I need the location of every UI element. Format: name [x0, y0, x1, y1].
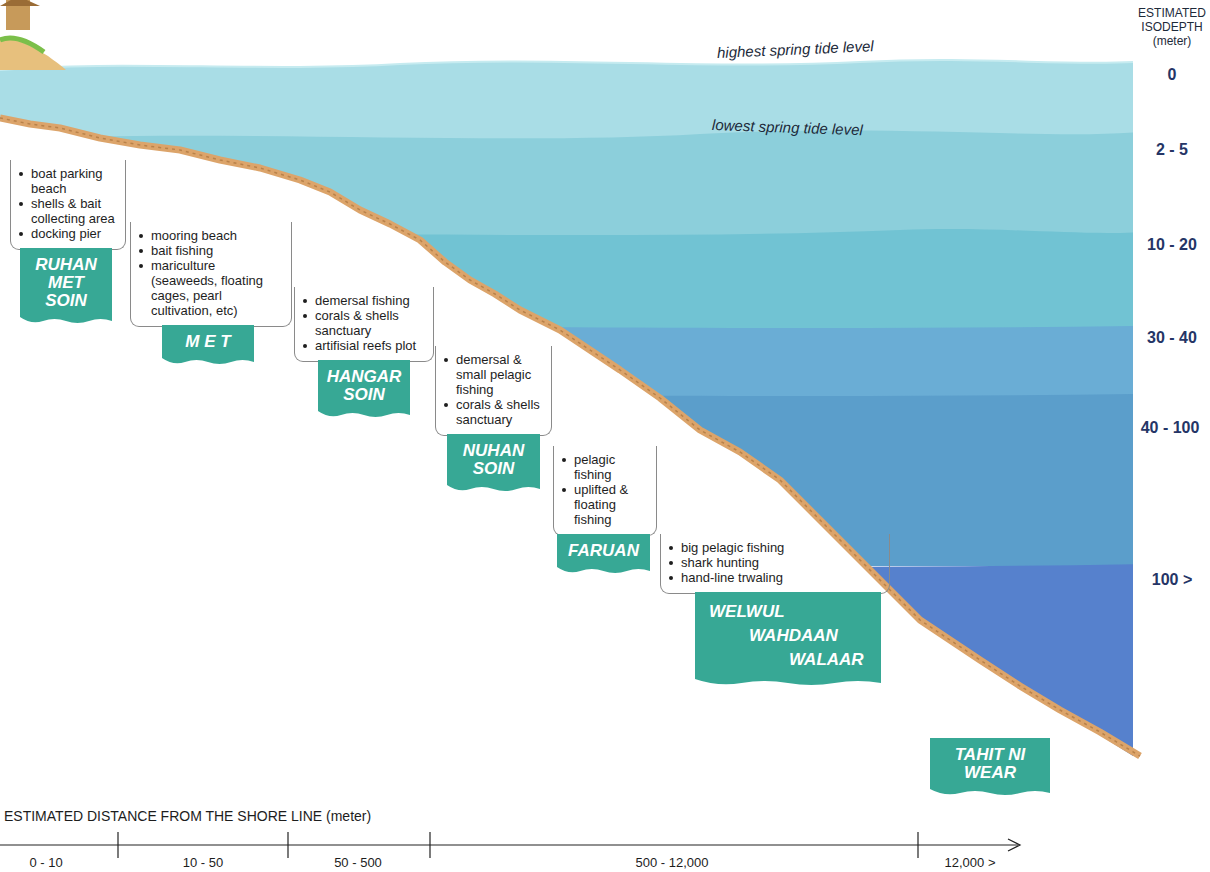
bullet-dot [139, 264, 143, 268]
zone-name: FARUAN [563, 542, 644, 560]
bullet-dot [669, 576, 673, 580]
banner-wave [20, 317, 112, 325]
bullet-item: bait fishing [139, 243, 285, 258]
bullet-dot [562, 458, 566, 462]
zone-name: WALAAR [701, 648, 875, 672]
zone-name: M E T [168, 333, 248, 351]
bullet-item: shells & bait collecting area [19, 196, 119, 226]
bullet-item: docking pier [19, 226, 119, 241]
zone-name: WELWUL [701, 600, 875, 624]
distance-range: 12,000 > [925, 855, 1015, 870]
bullet-item: mooring beach [139, 228, 285, 243]
zone-name: HANGAR SOIN [324, 368, 404, 404]
zone-name-banner: WELWULWAHDAANWALAAR [695, 592, 881, 686]
zone-name: WAHDAAN [701, 624, 875, 648]
activity-text: bait fishing [151, 243, 213, 258]
banner-wave [930, 789, 1050, 797]
bullet-dot [444, 358, 448, 362]
activity-text: demersal & small pelagic fishing [456, 352, 545, 397]
bullet-dot [303, 344, 307, 348]
bullet-item: pelagic fishing [562, 452, 650, 482]
banner-wave [162, 358, 254, 366]
depth-value: 100 > [1136, 571, 1208, 589]
bullet-item: hand-line trwaling [669, 570, 883, 585]
bullet-item: corals & shells sanctuary [444, 397, 545, 427]
bullet-item: boat parking beach [19, 166, 119, 196]
tide-level-label: lowest spring tide level [712, 116, 863, 138]
distance-axis [0, 832, 1020, 858]
activity-text: docking pier [31, 226, 101, 241]
activity-box: demersal fishingcorals & shells sanctuar… [294, 287, 434, 362]
bullet-dot [444, 403, 448, 407]
seabed-texture [0, 118, 1140, 756]
bullet-item: demersal & small pelagic fishing [444, 352, 545, 397]
bullet-item: demersal fishing [303, 293, 427, 308]
zone-name: NUHAN SOIN [453, 442, 534, 478]
depth-value: 30 - 40 [1136, 329, 1208, 347]
zone-name: RUHAN MET SOIN [26, 256, 106, 310]
zone-name: TAHIT NI WEAR [936, 746, 1044, 782]
bullet-item: big pelagic fishing [669, 540, 883, 555]
seabed-slope [0, 118, 1140, 756]
activity-text: shells & bait collecting area [31, 196, 119, 226]
activity-text: mooring beach [151, 228, 237, 243]
distance-range: 0 - 10 [12, 855, 80, 870]
activity-text: boat parking beach [31, 166, 119, 196]
activity-text: uplifted & floating fishing [574, 482, 650, 527]
bullet-dot [139, 234, 143, 238]
activity-text: mariculture (seaweeds, floating cages, p… [151, 258, 285, 318]
zone-name-banner: FARUAN [557, 534, 650, 574]
activity-box: demersal & small pelagic fishingcorals &… [435, 346, 552, 436]
banner-wave [695, 679, 881, 687]
depth-value: 10 - 20 [1136, 236, 1208, 254]
bullet-item: mariculture (seaweeds, floating cages, p… [139, 258, 285, 318]
bullet-dot [19, 232, 23, 236]
depth-value: 40 - 100 [1132, 419, 1208, 437]
bullet-dot [669, 546, 673, 550]
activity-box: boat parking beachshells & bait collecti… [10, 160, 126, 250]
bullet-dot [669, 561, 673, 565]
distance-range: 500 - 12,000 [612, 855, 732, 870]
banner-wave [318, 411, 410, 419]
activity-box: pelagic fishinguplifted & floating fishi… [553, 446, 657, 536]
bullet-dot [303, 314, 307, 318]
bullet-dot [303, 299, 307, 303]
bullet-item: uplifted & floating fishing [562, 482, 650, 527]
activity-text: corals & shells sanctuary [456, 397, 545, 427]
bullet-item: artifisial reefs plot [303, 338, 427, 353]
sea-bands [0, 0, 1140, 800]
bullet-dot [562, 488, 566, 492]
banner-wave [447, 485, 540, 493]
bullet-item: shark hunting [669, 555, 883, 570]
bullet-dot [19, 202, 23, 206]
activity-box: mooring beachbait fishingmariculture (se… [130, 222, 292, 327]
distance-range: 10 - 50 [163, 855, 243, 870]
activity-text: demersal fishing [315, 293, 410, 308]
activity-text: hand-line trwaling [681, 570, 783, 585]
sea-surface [0, 60, 1133, 70]
activity-text: pelagic fishing [574, 452, 650, 482]
bullet-dot [139, 249, 143, 253]
zone-name-banner: M E T [162, 325, 254, 365]
zone-name-banner: NUHAN SOIN [447, 434, 540, 492]
island [0, 0, 66, 70]
axis-title: ESTIMATED ISODEPTH (meter) [1138, 6, 1206, 48]
bullet-dot [19, 172, 23, 176]
tide-level-label: highest spring tide level [717, 37, 874, 61]
zone-name-banner: TAHIT NI WEAR [930, 738, 1050, 796]
depth-value: 0 [1136, 66, 1208, 84]
depth-value: 2 - 5 [1136, 141, 1208, 159]
bullet-item: corals & shells sanctuary [303, 308, 427, 338]
activity-box: big pelagic fishingshark huntinghand-lin… [660, 534, 890, 594]
zone-name-banner: HANGAR SOIN [318, 360, 410, 418]
activity-text: artifisial reefs plot [315, 338, 416, 353]
activity-text: corals & shells sanctuary [315, 308, 427, 338]
distance-range: 50 - 500 [313, 855, 403, 870]
activity-text: big pelagic fishing [681, 540, 784, 555]
banner-wave [557, 567, 650, 575]
axis-title: ESTIMATED DISTANCE FROM THE SHORE LINE (… [4, 808, 371, 824]
activity-text: shark hunting [681, 555, 759, 570]
zone-name-banner: RUHAN MET SOIN [20, 248, 112, 324]
